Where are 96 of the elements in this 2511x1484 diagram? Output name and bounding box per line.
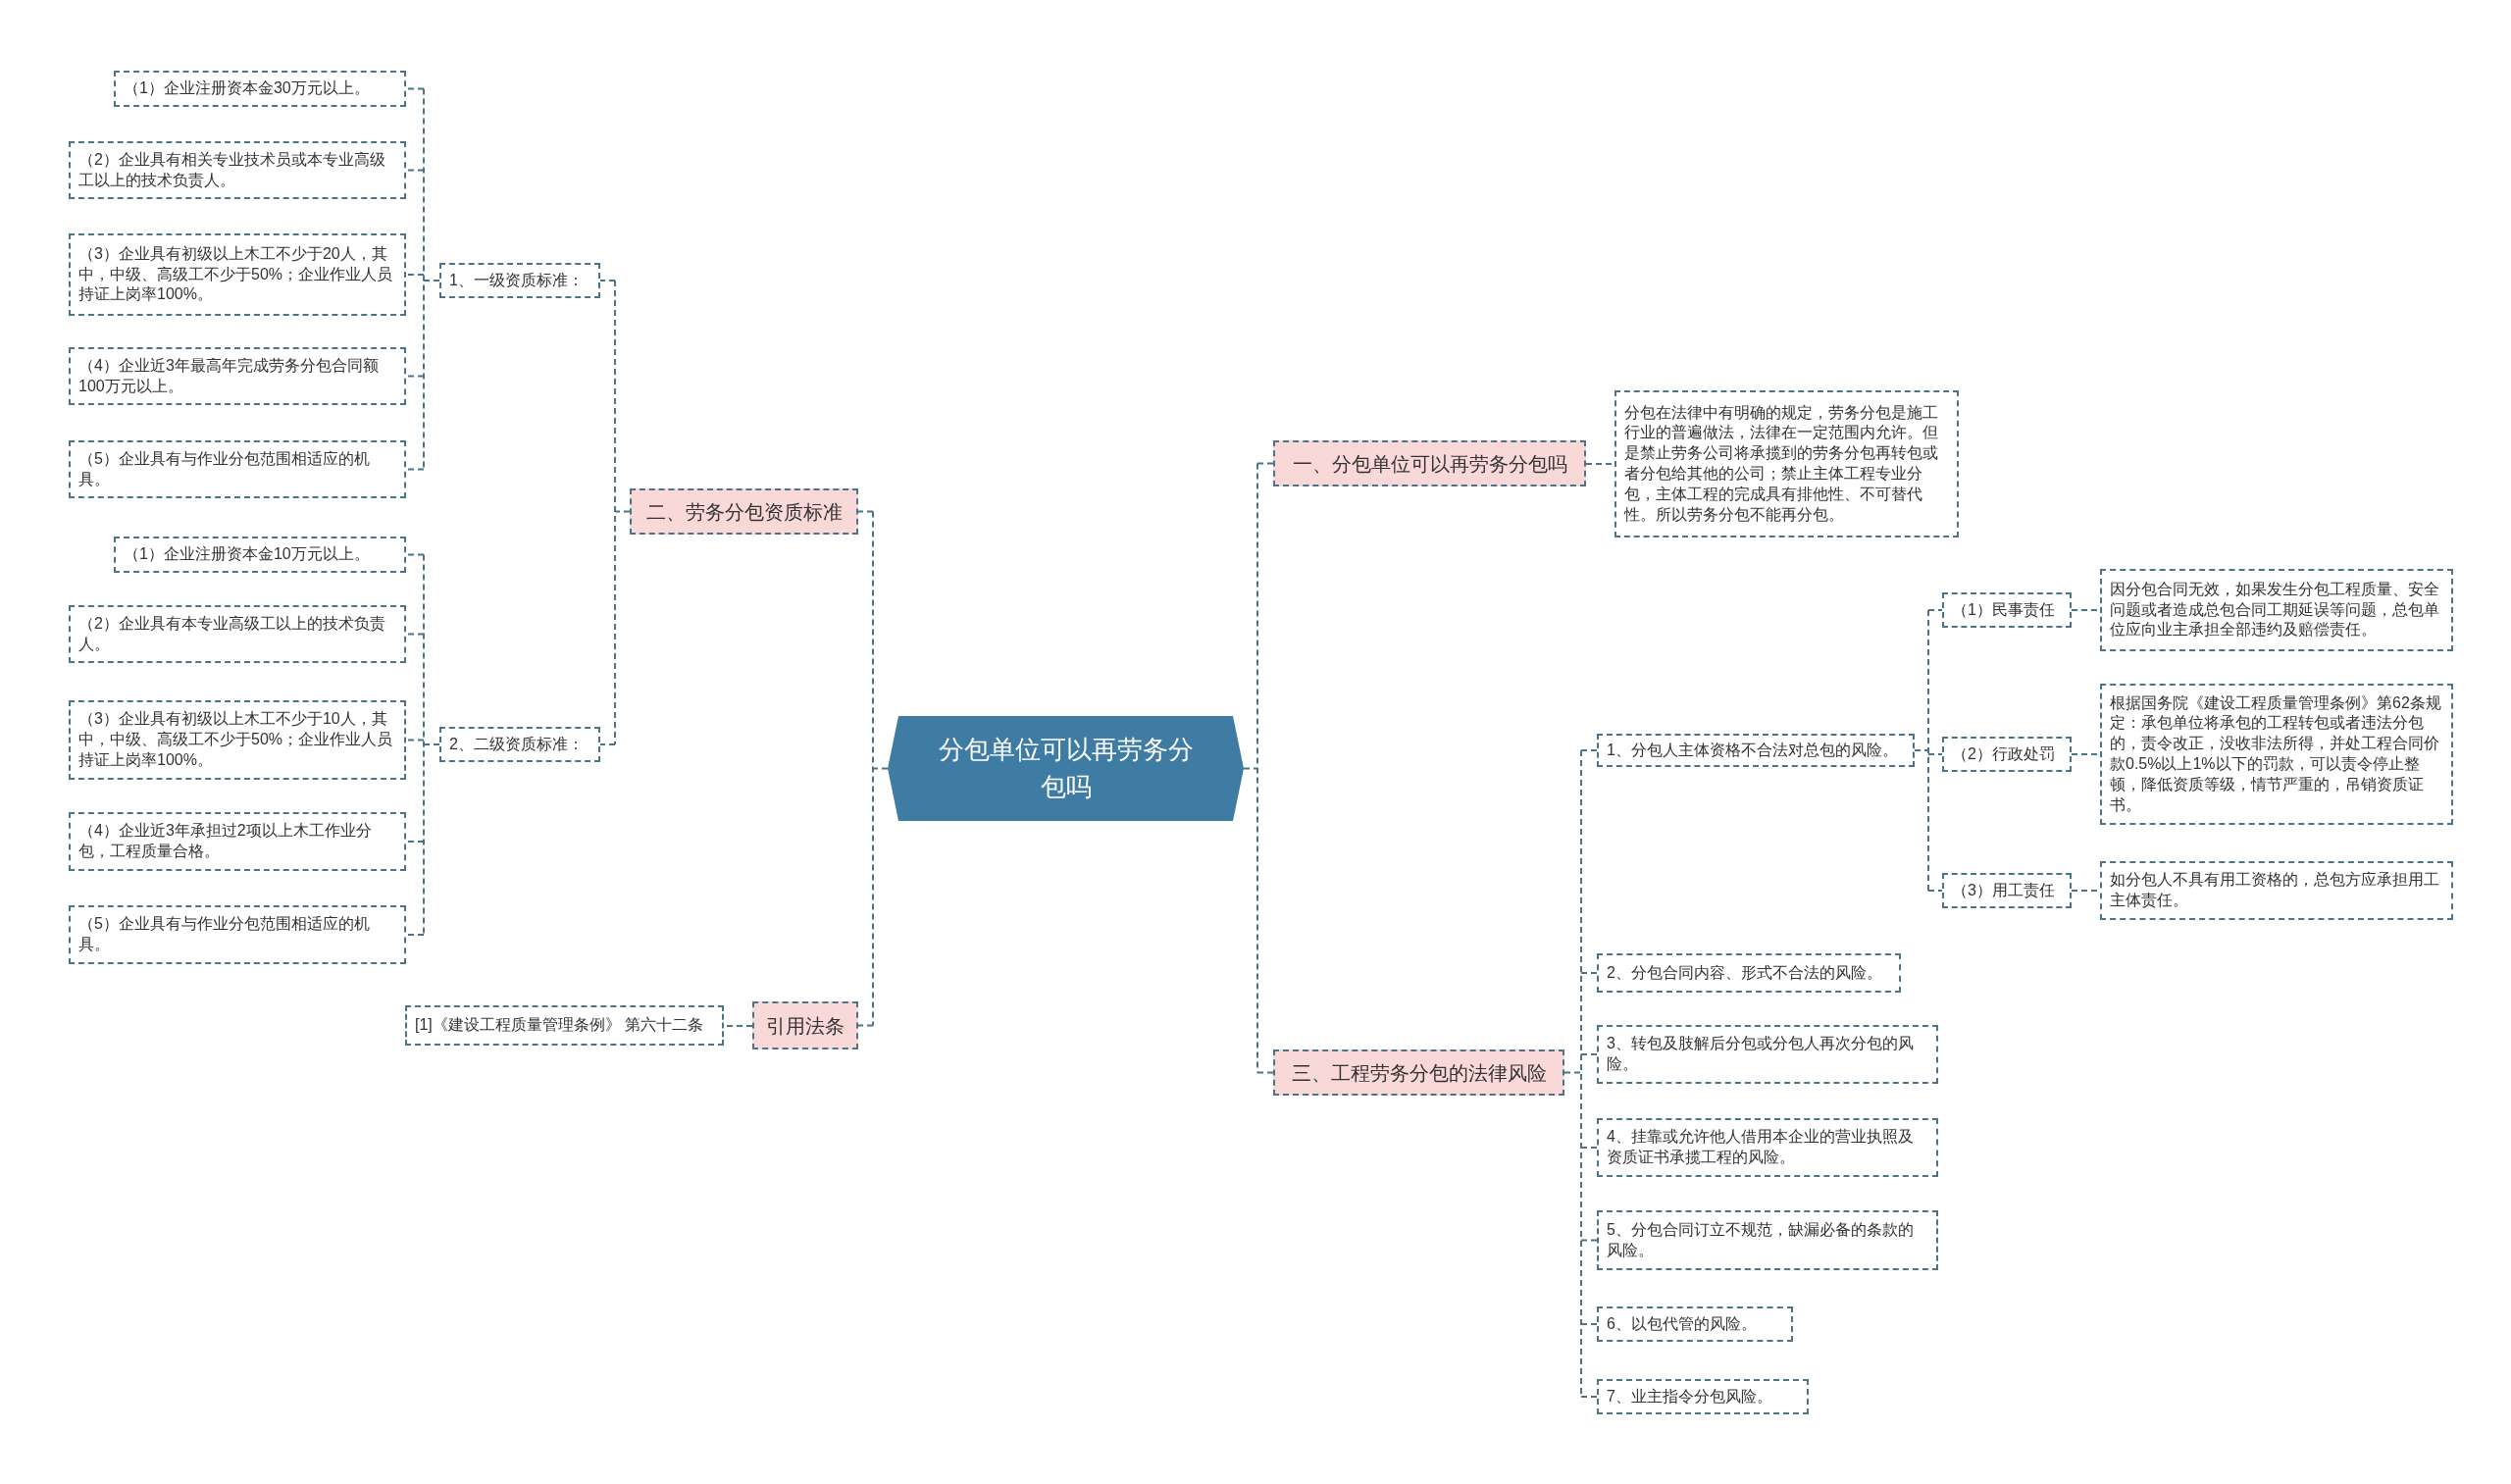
note-text: （5）企业具有与作业分包范围相适应的机具。 bbox=[78, 914, 371, 954]
central-topic-hexagon bbox=[888, 716, 1244, 821]
note-text: （5）企业具有与作业分包范围相适应的机具。 bbox=[78, 448, 371, 489]
connector-line bbox=[1914, 609, 1929, 892]
subtopic-card bbox=[1597, 1118, 1938, 1177]
connector-line bbox=[1927, 609, 1943, 611]
note-card bbox=[2100, 861, 2453, 920]
connector-line bbox=[1580, 1239, 1598, 1242]
subtopic-card bbox=[1597, 1210, 1938, 1270]
note-card bbox=[69, 700, 406, 780]
connector-line bbox=[1243, 462, 1258, 1074]
subtopic-text: 5、分包合同订立不规范，缺漏必备的条款的风险。 bbox=[1607, 1219, 1915, 1260]
connector-line bbox=[405, 553, 425, 556]
note-card bbox=[2100, 569, 2453, 651]
subtopic-text: 1、一级资质标准： bbox=[449, 270, 584, 290]
subtopic-text: 4、挂靠或允许他人借用本企业的营业执照及资质证书承揽工程的风险。 bbox=[1607, 1127, 1915, 1167]
subtopic-text: 2、分包合同内容、形式不合法的风险。 bbox=[1607, 962, 1882, 983]
note-card bbox=[69, 141, 406, 199]
connector-line bbox=[405, 87, 425, 90]
subtopic-card bbox=[1597, 953, 1901, 993]
subtopic-text: 1、分包人主体资格不合法对总包的风险。 bbox=[1607, 740, 1898, 760]
note-text: （1）企业注册资本金10万元以上。 bbox=[124, 544, 370, 565]
note-text: （3）企业具有初级以上木工不少于10人，其中，中级、高级工不少于50%；企业作业人员持证上岗率100%。 bbox=[78, 709, 394, 770]
connector-line bbox=[1256, 1071, 1274, 1074]
branch-topic-text: 引用法条 bbox=[766, 1013, 845, 1039]
central-topic-text: 分包单位可以再劳务分包吗 bbox=[937, 733, 1195, 803]
branch-topic-card bbox=[752, 1001, 858, 1049]
connector-line bbox=[1580, 1053, 1598, 1055]
subtopic-card bbox=[1942, 592, 2072, 628]
note-card bbox=[114, 71, 406, 107]
connector-line bbox=[405, 841, 425, 843]
note-card bbox=[1614, 390, 1959, 537]
note-card bbox=[69, 233, 406, 316]
connector-line bbox=[599, 743, 616, 745]
note-card bbox=[69, 440, 406, 498]
connector-line bbox=[1256, 462, 1274, 465]
note-text: （1）企业注册资本金30万元以上。 bbox=[124, 78, 370, 99]
note-text: 分包在法律中有明确的规定，劳务分包是施工行业的普遍做法，法律在一定范围内允许。但是禁止劳务公司将承揽到的劳务分包再转包或者分包给其他的公司；禁止主体工程专业分包，主体工程的完成具有排他性、不可替代性。所以劳务分包不能再分包。 bbox=[1624, 402, 1939, 525]
branch-topic-card bbox=[1273, 1049, 1564, 1096]
subtopic-card bbox=[405, 1005, 724, 1046]
subtopic-text: （2）行政处罚 bbox=[1952, 743, 2055, 764]
connector-line bbox=[423, 87, 440, 471]
note-text: （2）企业具有相关专业技术员或本专业高级工以上的技术负责人。 bbox=[78, 149, 386, 190]
connector-line bbox=[405, 633, 425, 636]
connector-line bbox=[1580, 749, 1598, 751]
subtopic-card bbox=[439, 263, 600, 298]
subtopic-text: [1]《建设工程质量管理条例》 第六十二条 bbox=[415, 1015, 704, 1036]
connector-line bbox=[405, 934, 425, 936]
connector-line bbox=[1927, 890, 1943, 892]
connector-line bbox=[1580, 1323, 1598, 1325]
connector-line bbox=[1580, 972, 1598, 974]
branch-topic-text: 三、工程劳务分包的法律风险 bbox=[1291, 1060, 1547, 1086]
connector-line bbox=[857, 510, 874, 513]
subtopic-card bbox=[1942, 873, 2072, 908]
connector-line bbox=[872, 510, 889, 1027]
connector-line bbox=[857, 1024, 874, 1027]
branch-topic-card bbox=[630, 488, 858, 535]
branch-topic-text: 二、劳务分包资质标准 bbox=[645, 499, 843, 525]
note-card bbox=[69, 812, 406, 871]
branch-topic-card bbox=[1273, 440, 1586, 486]
connector-line bbox=[423, 553, 440, 936]
subtopic-text: 2、二级资质标准： bbox=[449, 734, 584, 754]
connector-line bbox=[1580, 1147, 1598, 1149]
note-card bbox=[2100, 684, 2453, 825]
note-text: 根据国务院《建设工程质量管理条例》第62条规定：承包单位将承包的工程转包或者违法分包的，责令改正，没收非法所得，并处工程合同价款0.5%以上1%以下的罚款，可以责令停止整顿，降低资质等级，情节严重的，吊销资质证书。 bbox=[2110, 692, 2442, 815]
note-text: （4）企业近3年最高年完成劳务分包合同额100万元以上。 bbox=[78, 355, 380, 396]
note-card bbox=[69, 905, 406, 964]
connector-line bbox=[405, 739, 425, 742]
subtopic-card bbox=[1597, 1306, 1793, 1342]
subtopic-card bbox=[1942, 737, 2072, 772]
note-text: 如分包人不具有用工资格的，总包方应承担用工主体责任。 bbox=[2110, 870, 2440, 910]
connector-line bbox=[405, 274, 425, 276]
connector-line bbox=[405, 468, 425, 471]
connector-line bbox=[405, 375, 425, 378]
connector-line bbox=[1927, 753, 1943, 755]
connector-line bbox=[614, 280, 631, 745]
note-card bbox=[69, 605, 406, 663]
note-card bbox=[114, 537, 406, 573]
note-text: （4）企业近3年承担过2项以上木工作业分包，工程质量合格。 bbox=[78, 821, 373, 861]
connector-line bbox=[599, 280, 616, 281]
subtopic-text: 6、以包代管的风险。 bbox=[1607, 1313, 1757, 1334]
subtopic-card bbox=[439, 727, 600, 762]
note-text: （2）企业具有本专业高级工以上的技术负责人。 bbox=[78, 613, 386, 654]
connector-line bbox=[405, 169, 425, 172]
subtopic-text: （1）民事责任 bbox=[1952, 599, 2055, 620]
subtopic-text: （3）用工责任 bbox=[1952, 880, 2055, 900]
connector-line bbox=[1580, 1396, 1598, 1398]
note-card bbox=[69, 347, 406, 405]
note-text: （3）企业具有初级以上木工不少于20人，其中，中级、高级工不少于50%；企业作业人员持证上岗率100%。 bbox=[78, 243, 394, 305]
subtopic-card bbox=[1597, 1025, 1938, 1084]
subtopic-card bbox=[1597, 1379, 1809, 1414]
subtopic-text: 7、业主指令分包风险。 bbox=[1607, 1386, 1772, 1407]
branch-topic-text: 一、分包单位可以再劳务分包吗 bbox=[1292, 451, 1567, 477]
note-text: 因分包合同无效，如果发生分包工程质量、安全问题或者造成总包合同工期延误等问题，总包单位应向业主承担全部违约及赔偿责任。 bbox=[2110, 579, 2440, 640]
subtopic-text: 3、转包及肢解后分包或分包人再次分包的风险。 bbox=[1607, 1034, 1915, 1074]
subtopic-card bbox=[1597, 734, 1915, 767]
